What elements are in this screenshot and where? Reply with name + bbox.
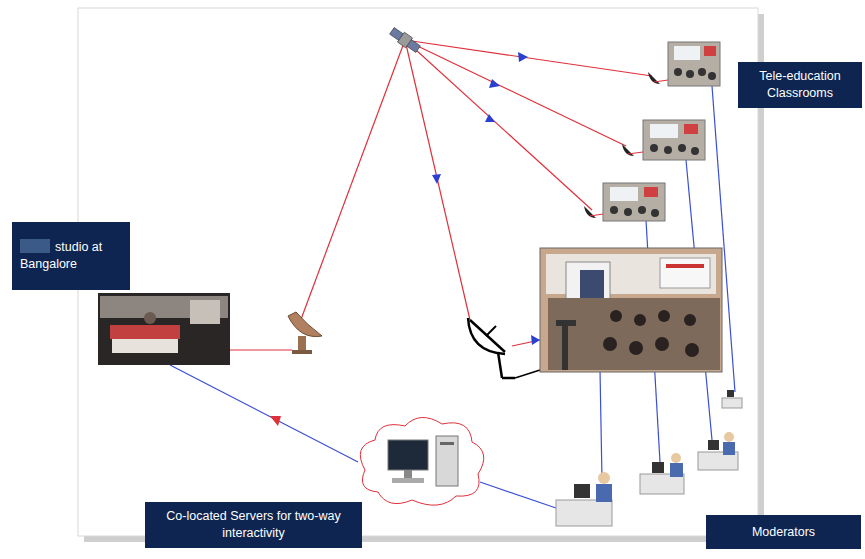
satellite: [388, 26, 421, 54]
classroom-2: [622, 120, 705, 160]
big-classroom: [540, 248, 722, 372]
uplink-dish: [288, 312, 322, 354]
panel: [78, 8, 758, 536]
label-text: Moderators: [752, 525, 815, 539]
classroom-1: [648, 42, 720, 86]
return-arrow: [270, 416, 281, 426]
signal-arrows: [432, 52, 540, 345]
label-text: Tele-education Classrooms: [759, 69, 840, 100]
receive-dish: [468, 318, 540, 378]
moderators-figures: [556, 390, 742, 526]
label-box: studio at Bangalore: [12, 222, 130, 290]
label-box: Co-located Servers for two-way interacti…: [145, 502, 362, 548]
classroom-3: [584, 183, 665, 221]
label-text: Co-located Servers for two-way interacti…: [166, 509, 340, 540]
studio-photo: [98, 293, 230, 365]
server-cloud: [360, 417, 483, 505]
label-box: Moderators: [706, 515, 861, 549]
redaction-box: [20, 239, 50, 253]
moderator-wires: [170, 86, 735, 508]
label-box: Tele-education Classrooms: [738, 62, 862, 108]
